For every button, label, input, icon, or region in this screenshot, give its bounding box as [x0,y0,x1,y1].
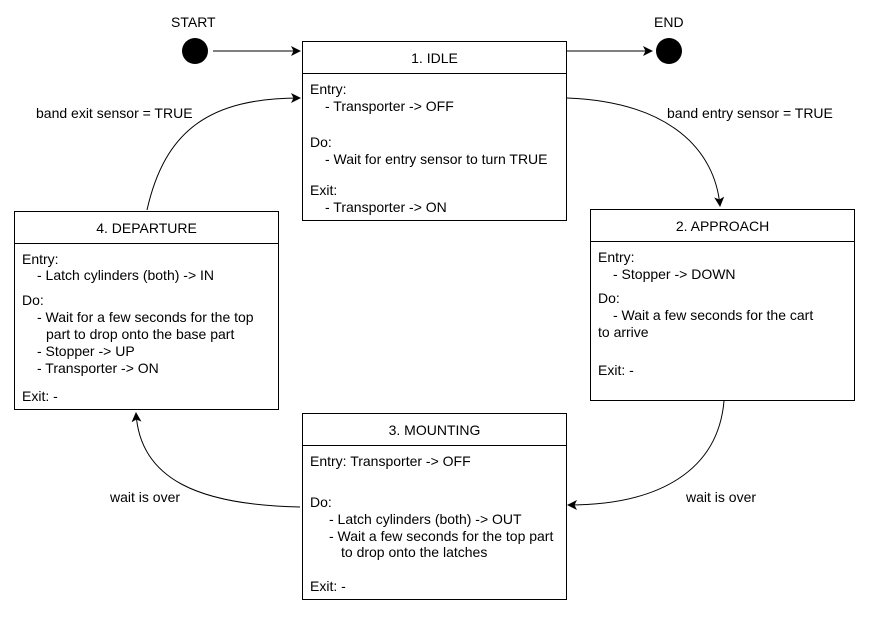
section-label: Do: [310,134,332,150]
section-label: Do: [310,494,332,510]
action-line: - Latch cylinders (both) -> IN [37,267,215,283]
action-line: - Wait a few seconds for the cart [613,307,814,323]
state-idle: 1. IDLE Entry: - Transporter -> OFF Do: … [302,41,567,221]
section-label: Entry: [22,251,59,267]
section-label: Entry: Transporter -> OFF [310,453,471,469]
arrow-mounting-to-departure [131,412,301,508]
state-title: 1. IDLE [303,42,566,74]
transition-label-departure-to-idle: band exit sensor = TRUE [36,105,193,121]
state-title: 2. APPROACH [591,210,854,242]
action-line: - Stopper -> UP [37,343,135,359]
start-label: START [171,14,216,30]
action-line: - Latch cylinders (both) -> OUT [329,511,522,527]
section-label: Entry: [598,249,635,265]
state-departure: 4. DEPARTURE Entry: - Latch cylinders (b… [14,211,279,410]
end-label: END [654,14,684,30]
transition-label-mounting-to-departure: wait is over [110,489,181,505]
section-label: Exit: - [310,578,346,594]
action-line: - Transporter -> OFF [325,98,454,114]
section-label: Do: [22,292,44,308]
action-line: - Wait for entry sensor to turn TRUE [325,151,548,167]
transition-label-idle-to-approach: band entry sensor = TRUE [667,105,833,121]
action-line: to drop onto the latches [341,544,488,560]
state-title: 4. DEPARTURE [15,212,278,244]
section-label: Exit: - [598,362,634,378]
arrow-departure-to-idle [146,93,301,211]
arrow-idle-to-approach [566,97,725,207]
action-line: - Transporter -> ON [37,360,159,376]
action-line: - Wait a few seconds for the top part [329,528,554,544]
section-label: Do: [598,290,620,306]
state-approach: 2. APPROACH Entry: - Stopper -> DOWN Do:… [590,209,855,401]
state-mounting: 3. MOUNTING Entry: Transporter -> OFF Do… [302,413,567,600]
action-line: - Wait for a few seconds for the top [37,309,254,325]
start-node [182,38,208,64]
action-line: - Transporter -> ON [325,199,447,215]
action-line: to arrive [598,324,649,340]
section-label: Exit: [310,182,338,198]
state-title: 3. MOUNTING [303,414,566,446]
arrow-approach-to-mounting [567,400,725,510]
action-line: part to drop onto the base part [46,326,235,342]
action-line: - Stopper -> DOWN [613,266,736,282]
end-node [656,38,682,64]
transition-label-approach-to-mounting: wait is over [686,489,757,505]
section-label: Exit: - [22,388,58,404]
section-label: Entry: [310,81,347,97]
